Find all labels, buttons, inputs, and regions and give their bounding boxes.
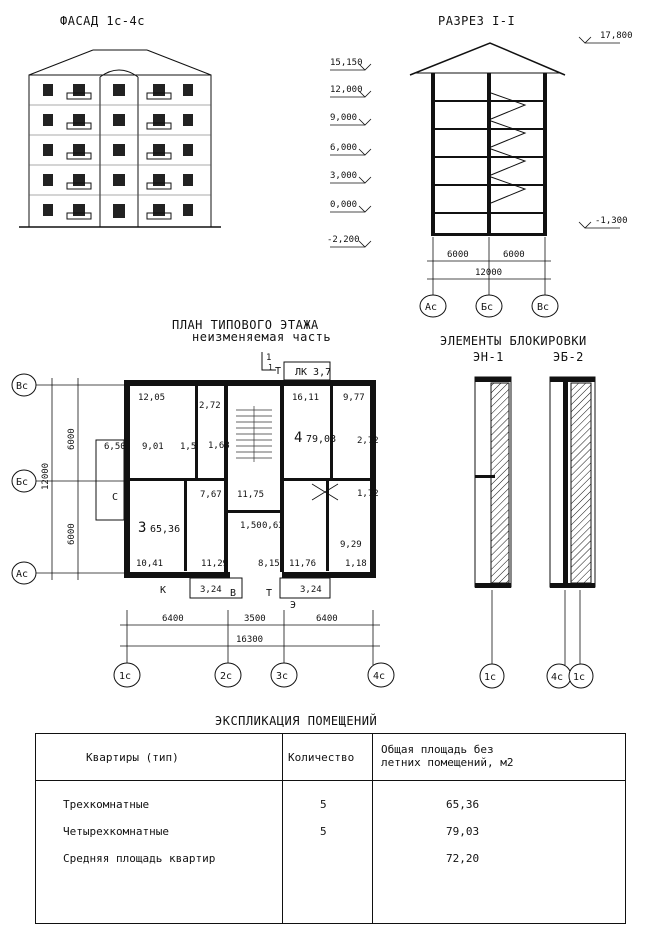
apt4-number: 4 bbox=[294, 430, 302, 446]
room-324a: 3,24 bbox=[200, 585, 222, 595]
plan-subtitle: неизменяемая часть bbox=[192, 330, 332, 344]
row3-area: 72,20 bbox=[446, 852, 480, 865]
row2-area: 79,03 bbox=[446, 825, 480, 838]
level-6000: 6,000 bbox=[330, 143, 357, 153]
apt3-area: 65,36 bbox=[150, 524, 180, 535]
letter-c: С bbox=[112, 492, 118, 503]
header-count: Количество bbox=[288, 751, 355, 764]
level-ridge: 17,800 bbox=[600, 31, 633, 41]
row2-count: 5 bbox=[320, 825, 327, 838]
room-1129: 11,29 bbox=[201, 559, 228, 569]
room-063: 0,63 bbox=[262, 521, 284, 531]
plan-dim-bottom-v: 6000 bbox=[67, 523, 77, 545]
plan-dim-6400-right: 6400 bbox=[316, 614, 338, 624]
plan-axis-4c: 4с bbox=[373, 671, 385, 682]
room-1175: 11,75 bbox=[237, 490, 264, 500]
room-15: 1,5 bbox=[180, 442, 196, 452]
plan-axis-b: Бс bbox=[16, 477, 28, 488]
level-9000: 9,000 bbox=[330, 113, 357, 123]
plan-dim-top-v: 6000 bbox=[67, 428, 77, 450]
room-272a: 2,72 bbox=[199, 401, 221, 411]
floor-plan-drawing: Вс Бс Ас 12000 6000 6000 bbox=[11, 352, 380, 665]
level-minus-2200: -2,200 bbox=[327, 235, 360, 245]
section-mark: 1 bbox=[266, 353, 271, 363]
table-divider-2 bbox=[372, 734, 373, 923]
section-span-1: 6000 bbox=[447, 250, 469, 260]
row1-count: 5 bbox=[320, 798, 327, 811]
header-type: Квартиры (тип) bbox=[86, 751, 179, 764]
facade-drawing bbox=[19, 49, 221, 228]
table-divider-1 bbox=[282, 734, 283, 923]
section-title: РАЗРЕЗ I-I bbox=[438, 14, 516, 28]
letter-v: В bbox=[230, 588, 236, 599]
header-area-line2: летних помещений, м2 bbox=[381, 756, 514, 769]
section-drawing: 15,150 12,000 9,000 6,000 3,000 0,000 -2… bbox=[327, 31, 633, 318]
blocking-axis-1c-a: 1с bbox=[484, 672, 496, 683]
section-mark-sub: 1 bbox=[268, 363, 273, 372]
row1-type: Трехкомнатные bbox=[63, 798, 150, 811]
block-en1-title: ЭН-1 bbox=[473, 350, 504, 364]
room-929: 9,29 bbox=[340, 540, 362, 550]
letter-e: Э bbox=[290, 600, 296, 611]
letter-k: К bbox=[160, 585, 166, 596]
apt4-area: 79,03 bbox=[306, 434, 336, 445]
row1-area: 65,36 bbox=[446, 798, 480, 811]
room-150: 1,50 bbox=[240, 521, 262, 531]
plan-title: ПЛАН ТИПОВОГО ЭТАЖА bbox=[172, 318, 319, 332]
room-168: 1,68 bbox=[208, 441, 230, 451]
section-axis-v: Вс bbox=[537, 302, 549, 313]
room-324b: 3,24 bbox=[300, 585, 322, 595]
explication-title: ЭКСПЛИКАЦИЯ ПОМЕЩЕНИЙ bbox=[215, 714, 378, 728]
table-header-divider bbox=[36, 780, 625, 781]
label-lk: ЛК 3,7 bbox=[295, 367, 331, 378]
letter-t-top: Т bbox=[275, 366, 281, 377]
plan-axis-v: Вс bbox=[16, 381, 28, 392]
blocking-axis-1c-b: 1с bbox=[573, 672, 585, 683]
plan-dim-3500: 3500 bbox=[244, 614, 266, 624]
plan-dim-6400-left: 6400 bbox=[162, 614, 184, 624]
row3-type: Средняя площадь квартир bbox=[63, 852, 216, 865]
room-1611: 16,11 bbox=[292, 393, 319, 403]
plan-dim-total-v: 12000 bbox=[41, 463, 51, 490]
room-815: 8,15 bbox=[258, 559, 280, 569]
room-1205: 12,05 bbox=[138, 393, 165, 403]
section-axis-b: Бс bbox=[481, 302, 493, 313]
header-area-line1: Общая площадь без bbox=[381, 743, 494, 756]
plan-axis-3c: 3с bbox=[276, 671, 288, 682]
room-1041: 10,41 bbox=[136, 559, 163, 569]
room-172: 1,72 bbox=[357, 489, 379, 499]
section-span-total: 12000 bbox=[475, 268, 502, 278]
plan-axis-2c: 2с bbox=[220, 671, 232, 682]
blocking-elements-drawing: 1с 4с 1с bbox=[474, 376, 596, 689]
plan-axis-a: Ас bbox=[16, 569, 28, 580]
level-ground: -1,300 bbox=[595, 216, 628, 226]
explication-table: Квартиры (тип) Количество Общая площадь … bbox=[35, 733, 626, 924]
plan-axis-1c: 1с bbox=[119, 671, 131, 682]
facade-title: ФАСАД 1с-4с bbox=[60, 14, 145, 28]
section-span-2: 6000 bbox=[503, 250, 525, 260]
plan-dim-16300: 16300 bbox=[236, 635, 263, 645]
row2-type: Четырехкомнатные bbox=[63, 825, 169, 838]
level-0000: 0,000 bbox=[330, 200, 357, 210]
room-767: 7,67 bbox=[200, 490, 222, 500]
room-272b: 2,72 bbox=[357, 436, 379, 446]
level-3000: 3,000 bbox=[330, 171, 357, 181]
level-15150: 15,150 bbox=[330, 58, 363, 68]
apt3-number: 3 bbox=[138, 520, 146, 536]
plan-column-axes: 1с 2с 3с 4с bbox=[113, 662, 395, 688]
block-eb2-title: ЭБ-2 bbox=[553, 350, 584, 364]
room-1176: 11,76 bbox=[289, 559, 316, 569]
letter-t-bottom: Т bbox=[266, 588, 272, 599]
blocking-title: ЭЛЕМЕНТЫ БЛОКИРОВКИ bbox=[440, 334, 587, 348]
room-118: 1,18 bbox=[345, 559, 367, 569]
section-axis-a: Ас bbox=[425, 302, 437, 313]
room-901: 9,01 bbox=[142, 442, 164, 452]
blocking-axis-4c: 4с bbox=[551, 672, 563, 683]
room-650: 6,50 bbox=[104, 442, 126, 452]
level-12000: 12,000 bbox=[330, 85, 363, 95]
room-977: 9,77 bbox=[343, 393, 365, 403]
